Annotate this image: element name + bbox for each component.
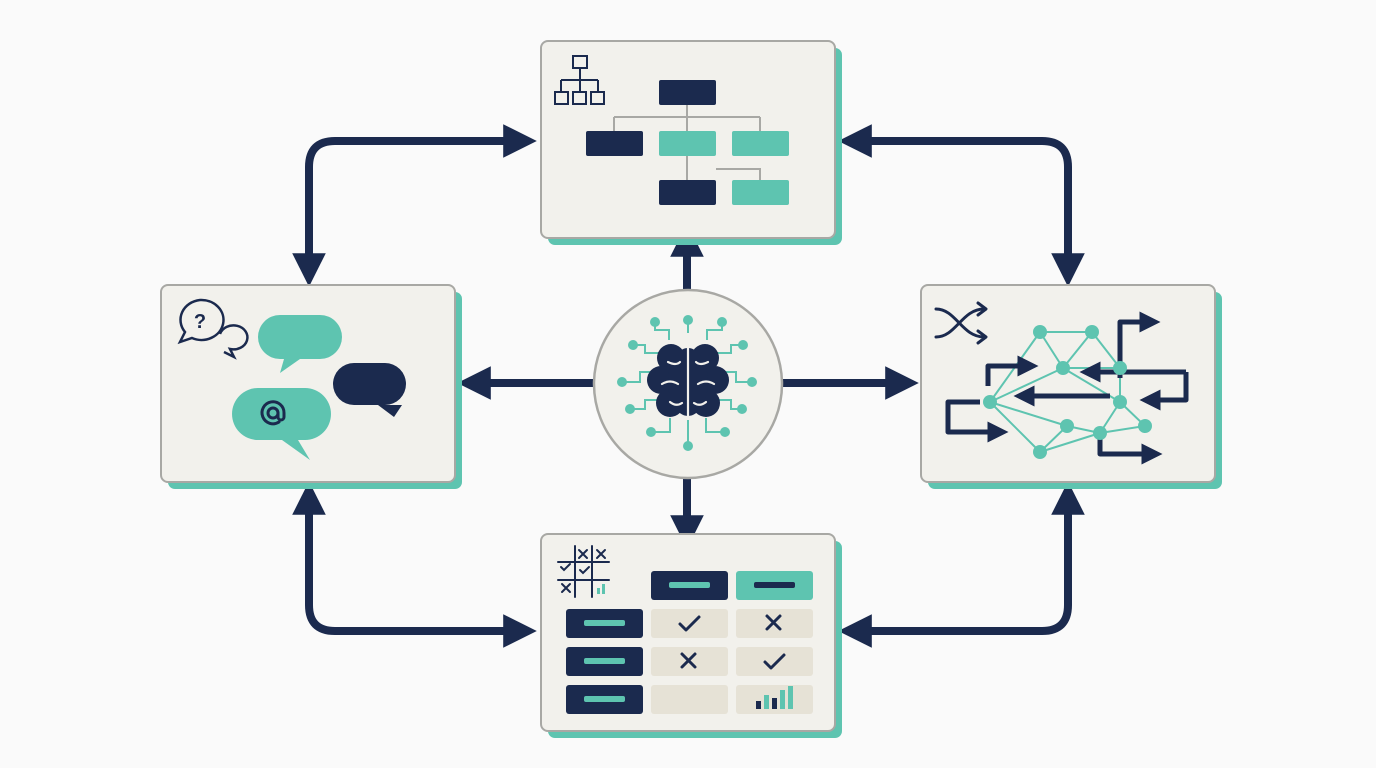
bar-chart-icon bbox=[756, 686, 793, 709]
hierarchy-node bbox=[732, 131, 789, 156]
network-flow-arrows bbox=[945, 311, 1189, 465]
tic-tac-toe-icon bbox=[557, 545, 610, 598]
cross-icon bbox=[765, 614, 782, 631]
matrix-cell bbox=[736, 647, 813, 676]
panel-hierarchy bbox=[540, 40, 842, 245]
shuffle-icon bbox=[934, 301, 988, 345]
tic-tac-toe-bars bbox=[597, 584, 605, 594]
question-chat-icon: ? bbox=[177, 298, 249, 360]
panel-matrix bbox=[540, 533, 842, 738]
bottom-right-loop-arrow bbox=[838, 481, 1085, 648]
bottom-left-loop-arrow bbox=[292, 481, 537, 648]
matrix-cell bbox=[651, 609, 728, 638]
teal-mention-bubble bbox=[232, 388, 331, 460]
cross-icon bbox=[680, 652, 697, 669]
org-chart-icon bbox=[554, 55, 605, 105]
circuit-nodes bbox=[617, 315, 757, 451]
connectors bbox=[292, 124, 1085, 648]
hierarchy-connector-lines bbox=[613, 105, 761, 180]
hierarchy-node bbox=[586, 131, 643, 156]
hierarchy-node bbox=[732, 180, 789, 205]
brain-icon bbox=[647, 344, 729, 420]
central-hub bbox=[592, 288, 784, 480]
svg-text:?: ? bbox=[194, 311, 206, 333]
at-sign-icon bbox=[260, 400, 286, 426]
teal-speech-bubble bbox=[258, 315, 342, 373]
check-icon bbox=[763, 653, 786, 670]
hierarchy-node bbox=[659, 180, 716, 205]
navy-speech-bubble bbox=[333, 363, 406, 417]
hierarchy-node bbox=[659, 131, 716, 156]
matrix-cell bbox=[651, 685, 728, 714]
panel-conversation: ? bbox=[160, 284, 462, 489]
top-left-loop-arrow bbox=[292, 124, 537, 287]
check-icon bbox=[678, 615, 701, 632]
network-nodes bbox=[983, 325, 1152, 459]
hierarchy-root-node bbox=[659, 80, 716, 105]
panel-network bbox=[920, 284, 1222, 489]
top-right-loop-arrow bbox=[838, 124, 1085, 287]
